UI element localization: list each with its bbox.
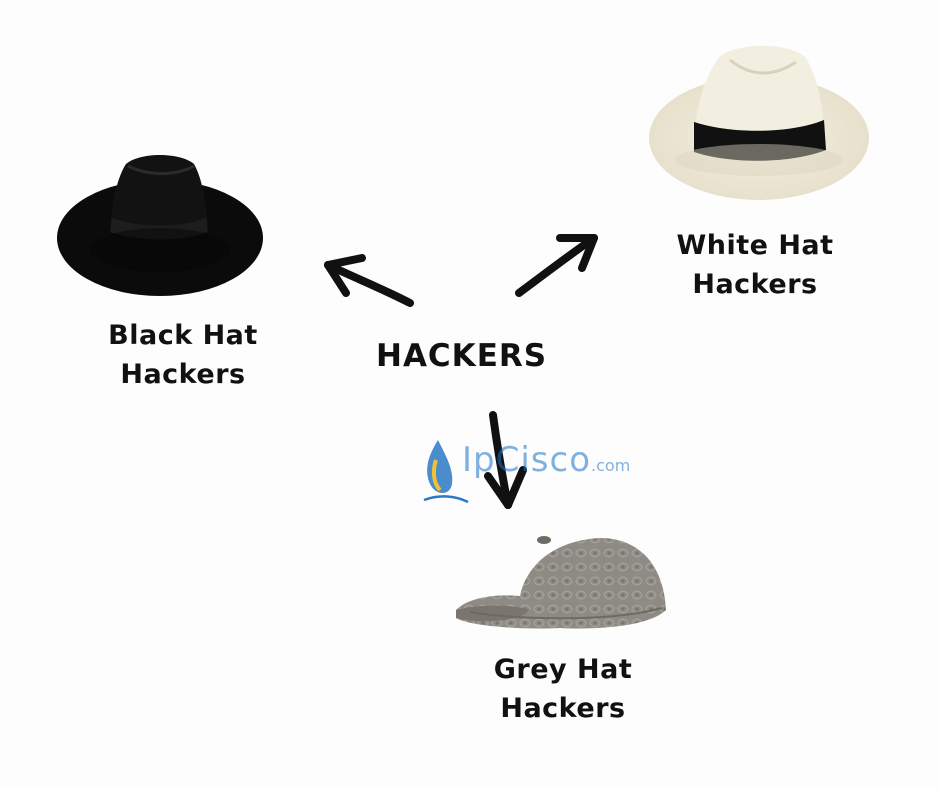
watermark-suffix: .com [591,456,630,475]
white-hat-label: White Hat Hackers [650,226,860,304]
grey-cap-icon [456,536,666,629]
watermark-brand: IpCisco [462,440,591,480]
arrow-to-white-hat [519,238,594,293]
white-hat-label-line1: White Hat [650,226,860,265]
black-hat-label-line2: Hackers [78,355,288,394]
white-hat-label-line2: Hackers [650,265,860,304]
grey-hat-label-line2: Hackers [458,689,668,728]
grey-hat-label-line1: Grey Hat [458,650,668,689]
black-hat-icon [57,155,263,296]
grey-hat-label: Grey Hat Hackers [458,650,668,728]
white-hat-icon [649,46,869,200]
hackers-center-label: HACKERS [376,338,547,374]
black-hat-label: Black Hat Hackers [78,316,288,394]
black-hat-label-line1: Black Hat [78,316,288,355]
watermark: IpCisco.com [462,440,630,480]
arrow-to-black-hat [328,258,410,303]
